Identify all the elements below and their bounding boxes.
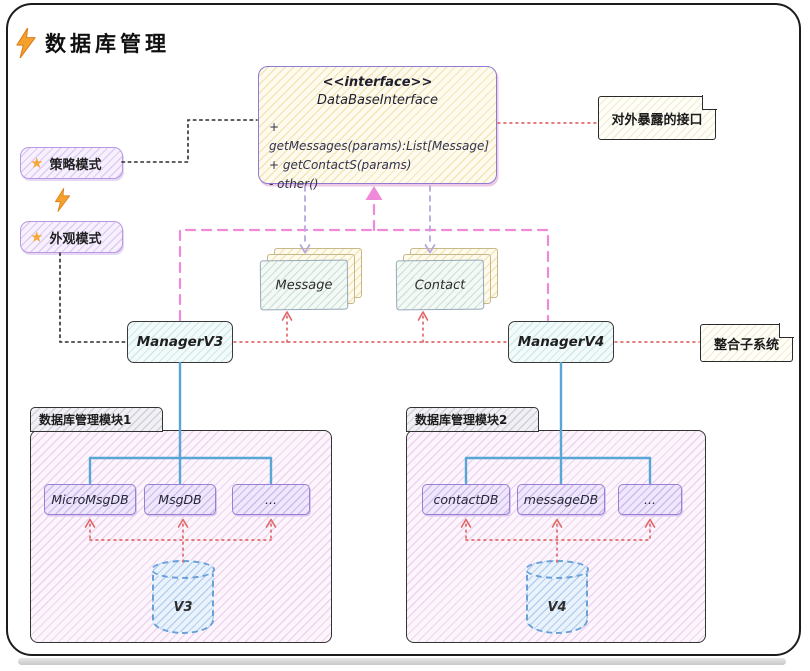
badge-facade-pattern: ★ 外观模式: [20, 221, 123, 253]
db-label: messageDB: [523, 492, 599, 507]
module-title: 数据库管理模块1: [39, 413, 132, 427]
note-text: 对外暴露的接口: [611, 112, 703, 128]
diagram-title-row: 数据库管理: [16, 28, 170, 58]
datastore-v4-cylinder: V4: [525, 560, 589, 634]
cylinder-top: [151, 560, 215, 579]
manager-label: ManagerV3: [136, 334, 224, 350]
node-manager-v3: ManagerV3: [127, 321, 233, 363]
diagram-title: 数据库管理: [45, 32, 170, 56]
lightning-bolt-icon: [16, 28, 36, 58]
module2-tab: 数据库管理模块2: [406, 407, 539, 432]
node-manager-v4: ManagerV4: [508, 321, 614, 363]
db-label: MsgDB: [158, 492, 202, 507]
stack-front-sheet: Contact: [395, 259, 485, 311]
db-label: ...: [265, 492, 277, 507]
interface-method: - other(): [269, 177, 319, 191]
db-node-contactdb: contactDB: [422, 484, 510, 515]
module-title: 数据库管理模块2: [415, 413, 508, 427]
db-label: contactDB: [433, 492, 499, 507]
note-integration: 整合子系统: [700, 323, 794, 362]
interface-stereotype: <<interface>>: [322, 75, 433, 90]
module2-container: [406, 430, 706, 643]
note-text: 整合子系统: [713, 337, 779, 353]
db-node-messagedb: messageDB: [517, 484, 605, 515]
cylinder-top: [525, 560, 589, 579]
datastore-v3-cylinder: V3: [151, 560, 215, 634]
module1-tab: 数据库管理模块1: [30, 407, 163, 432]
badge-strategy-pattern: ★ 策略模式: [20, 147, 123, 179]
db-label: MicroMsgDB: [51, 492, 129, 507]
folded-corner-icon: [778, 323, 794, 339]
star-icon: ★: [30, 153, 44, 172]
lightning-bolt-icon: [55, 187, 70, 213]
badge-label: 外观模式: [49, 231, 102, 247]
interface-method: + getContactS(params): [269, 158, 412, 172]
stack-label: Contact: [414, 277, 466, 293]
note-exposed-api: 对外暴露的接口: [598, 95, 717, 140]
interface-node: <<interface>> DataBaseInterface + getMes…: [258, 66, 497, 191]
cylinder-label: V3: [173, 600, 193, 615]
doc-stack-message: Message: [259, 248, 362, 312]
interface-method-list: + getMessages(params):List[Message] + ge…: [259, 118, 496, 194]
stack-front-sheet: Message: [259, 259, 349, 311]
manager-label: ManagerV4: [517, 334, 605, 350]
page-bottom-edge: [18, 658, 786, 665]
cylinder-label: V4: [547, 600, 567, 615]
star-icon: ★: [30, 227, 44, 246]
doc-stack-contact: Contact: [395, 248, 498, 312]
db-label: ...: [644, 492, 656, 507]
db-node-micromsgdb: MicroMsgDB: [44, 484, 136, 515]
db-node-ellipsis: ...: [618, 484, 682, 515]
interface-name: DataBaseInterface: [317, 93, 438, 108]
stack-label: Message: [275, 277, 333, 293]
db-node-msgdb: MsgDB: [144, 484, 216, 515]
interface-method: + getMessages(params):List[Message]: [269, 120, 490, 153]
db-node-ellipsis: ...: [232, 484, 310, 515]
folded-corner-icon: [701, 95, 717, 111]
badge-label: 策略模式: [49, 157, 102, 173]
